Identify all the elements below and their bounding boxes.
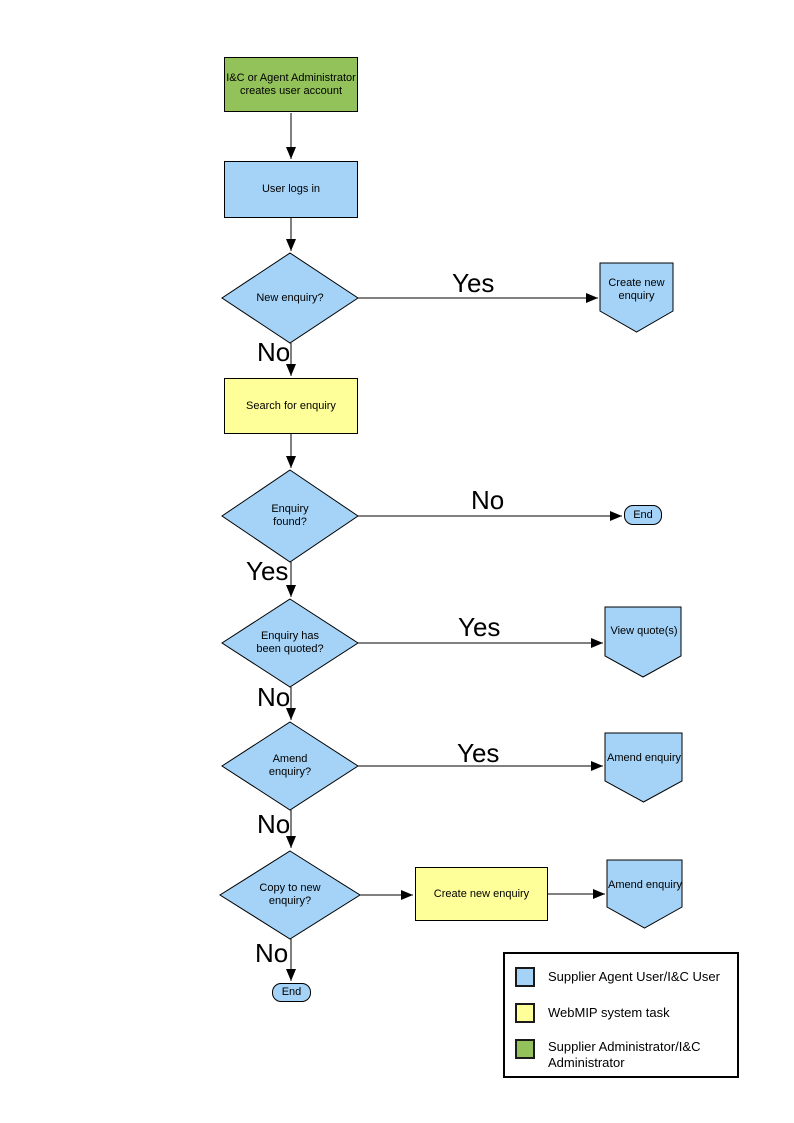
legend-swatch-admin [515, 1039, 535, 1059]
connector-amend-enquiry-2-label: Amend enquiry [608, 879, 682, 891]
legend-label-admin: Supplier Administrator/I&C Administrator [548, 1039, 701, 1070]
decision-diamond-amend-enquiry [221, 721, 359, 811]
terminator-end-final: End [272, 983, 311, 1002]
decision-diamond-enquiry-quoted [221, 598, 359, 688]
edge-label-amend-enquiry-no: No [257, 809, 291, 839]
decision-new-enquiry-label: New enquiry? [256, 292, 324, 304]
terminator-end-not-found-label: End [633, 508, 653, 521]
connector-shape-amend-enquiry-2 [606, 859, 683, 929]
edge-label-copy-to-new-no: No [255, 938, 289, 968]
decision-diamond-copy-to-new [219, 850, 361, 940]
edge-label-enquiry-found-yes: Yes [246, 556, 289, 586]
edge-label-new-enquiry-no: No [257, 337, 291, 367]
decision-amend-enquiry-label: Amend enquiry? [268, 753, 312, 778]
legend-row-user: Supplier Agent User/I&C User [515, 967, 733, 987]
process-create-account: I&C or Agent Administrator creates user … [224, 57, 358, 112]
process-create-account-label: I&C or Agent Administrator creates user … [226, 71, 356, 97]
edge-label-enquiry-quoted-no: No [257, 682, 291, 712]
legend: Supplier Agent User/I&C User WebMIP syst… [503, 952, 739, 1078]
edge-label-enquiry-found-no: No [471, 485, 505, 515]
decision-enquiry-quoted-label: Enquiry has been quoted? [256, 630, 324, 655]
decision-diamond-enquiry-found [221, 469, 359, 563]
process-search-for-enquiry-label: Search for enquiry [246, 399, 336, 412]
process-search-for-enquiry: Search for enquiry [224, 378, 358, 434]
connector-amend-enquiry-label: Amend enquiry [607, 752, 681, 764]
legend-swatch-user [515, 967, 535, 987]
edge-label-enquiry-quoted-yes: Yes [458, 612, 501, 642]
legend-label-user: Supplier Agent User/I&C User [548, 969, 720, 984]
process-user-logs-in: User logs in [224, 161, 358, 218]
edge-label-amend-enquiry-yes: Yes [457, 738, 500, 768]
terminator-end-final-label: End [281, 986, 302, 998]
decision-diamond-new-enquiry [221, 252, 359, 344]
process-create-new-enquiry-2-label: Create new enquiry [433, 887, 530, 900]
process-create-new-enquiry-2: Create new enquiry [415, 867, 548, 921]
terminator-end-not-found: End [624, 505, 662, 525]
decision-enquiry-found-label: Enquiry found? [271, 503, 309, 528]
connector-view-quotes-label: View quote(s) [610, 625, 678, 637]
connector-shape-amend-enquiry [604, 732, 683, 803]
connector-shape-view-quotes [604, 606, 682, 678]
legend-row-system: WebMIP system task [515, 1003, 733, 1023]
connector-shape-create-new-enquiry [599, 262, 674, 333]
legend-swatch-system [515, 1003, 535, 1023]
decision-copy-to-new-label: Copy to new enquiry? [259, 882, 321, 907]
legend-label-system: WebMIP system task [548, 1005, 670, 1020]
edge-label-new-enquiry-yes: Yes [452, 268, 495, 298]
legend-row-admin: Supplier Administrator/I&C Administrator [515, 1039, 733, 1071]
process-user-logs-in-label: User logs in [261, 183, 321, 195]
connector-create-new-enquiry-label: Create new enquiry [608, 277, 665, 302]
